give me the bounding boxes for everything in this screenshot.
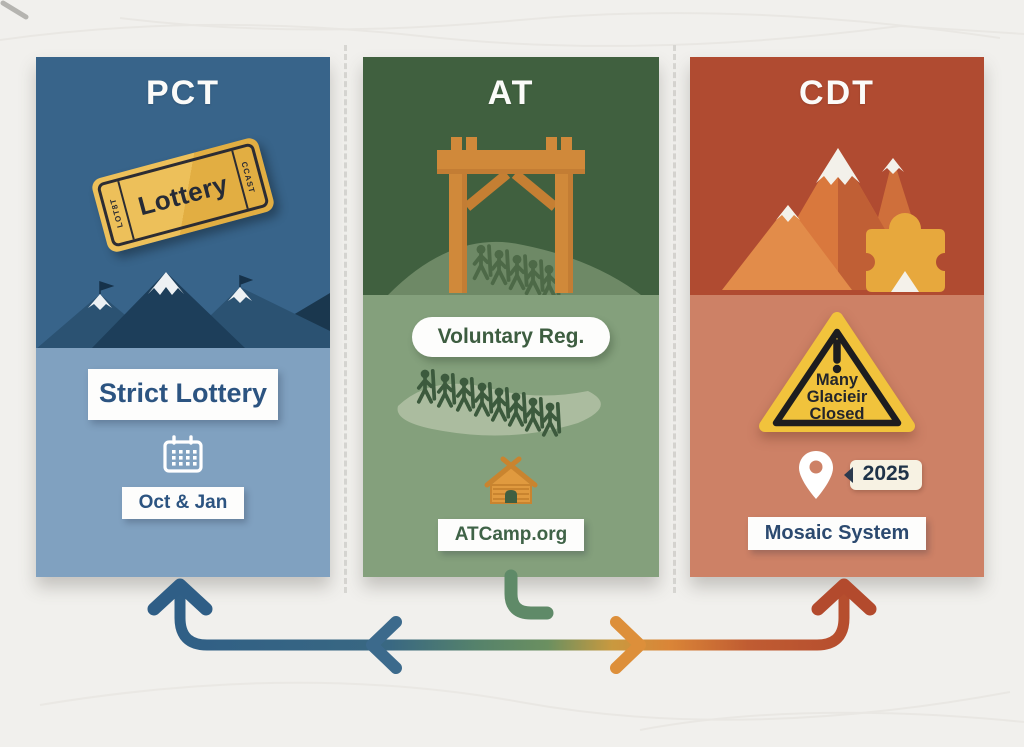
pct-application-window-badge: Oct & Jan	[121, 487, 245, 520]
warning-triangle-icon: Many Glacieir Closed	[758, 312, 916, 432]
at-header-panel: AT	[363, 57, 659, 295]
location-year-row: 2025	[796, 449, 923, 501]
column-divider-dashed	[344, 45, 347, 593]
cdt-header-panel: CDT	[690, 57, 984, 295]
lottery-ticket-icon: Lottery LOT8T CCAST	[90, 136, 276, 254]
column-divider-dashed	[673, 45, 676, 593]
pct-title: PCT	[146, 74, 220, 112]
at-title: AT	[487, 74, 535, 112]
right-arrowhead	[610, 616, 646, 674]
cabin-icon	[479, 455, 543, 509]
at-detail-panel: Voluntary Reg.	[363, 295, 659, 577]
warning-line: Glacieir	[806, 388, 868, 406]
gradient-flow-line	[174, 590, 850, 651]
up-arrowhead-cdt	[811, 578, 877, 616]
at-registration-site-badge: ATCamp.org	[437, 519, 585, 551]
snow-mountains-icon	[37, 272, 330, 348]
warning-message: Many Glacieir Closed	[758, 372, 916, 423]
year-tag: 2025	[849, 460, 923, 490]
warning-line: Closed	[809, 405, 865, 423]
left-arrowhead	[366, 616, 402, 674]
pct-column: PCT Lottery LOT8T CCAST	[36, 57, 330, 577]
trail-arch-icon	[388, 137, 641, 295]
map-pin-icon	[798, 451, 833, 499]
warning-line: Many	[815, 371, 859, 389]
at-column: AT Voluntary Reg.	[363, 57, 659, 577]
pct-detail-panel: Strict Lottery Oct & Jan	[36, 348, 330, 577]
at-connector-stub	[504, 569, 554, 620]
hiker-trail-icon	[397, 367, 601, 437]
pct-permit-type-card: Strict Lottery	[88, 369, 278, 421]
lottery-ticket-label: Lottery	[134, 168, 232, 221]
calendar-icon	[160, 433, 206, 475]
mountains-puzzle-icon	[722, 148, 945, 292]
cdt-title: CDT	[799, 74, 875, 112]
cdt-permit-system-badge: Mosaic System	[747, 517, 927, 550]
pct-header-panel: PCT Lottery LOT8T CCAST	[36, 57, 330, 348]
cdt-column: CDT	[690, 57, 984, 577]
at-permit-type-pill: Voluntary Reg.	[411, 317, 611, 357]
up-arrowhead-pct	[147, 578, 213, 616]
cdt-detail-panel: Many Glacieir Closed 2025 Mosaic System	[690, 295, 984, 577]
trail-flow-arrows	[147, 569, 877, 674]
